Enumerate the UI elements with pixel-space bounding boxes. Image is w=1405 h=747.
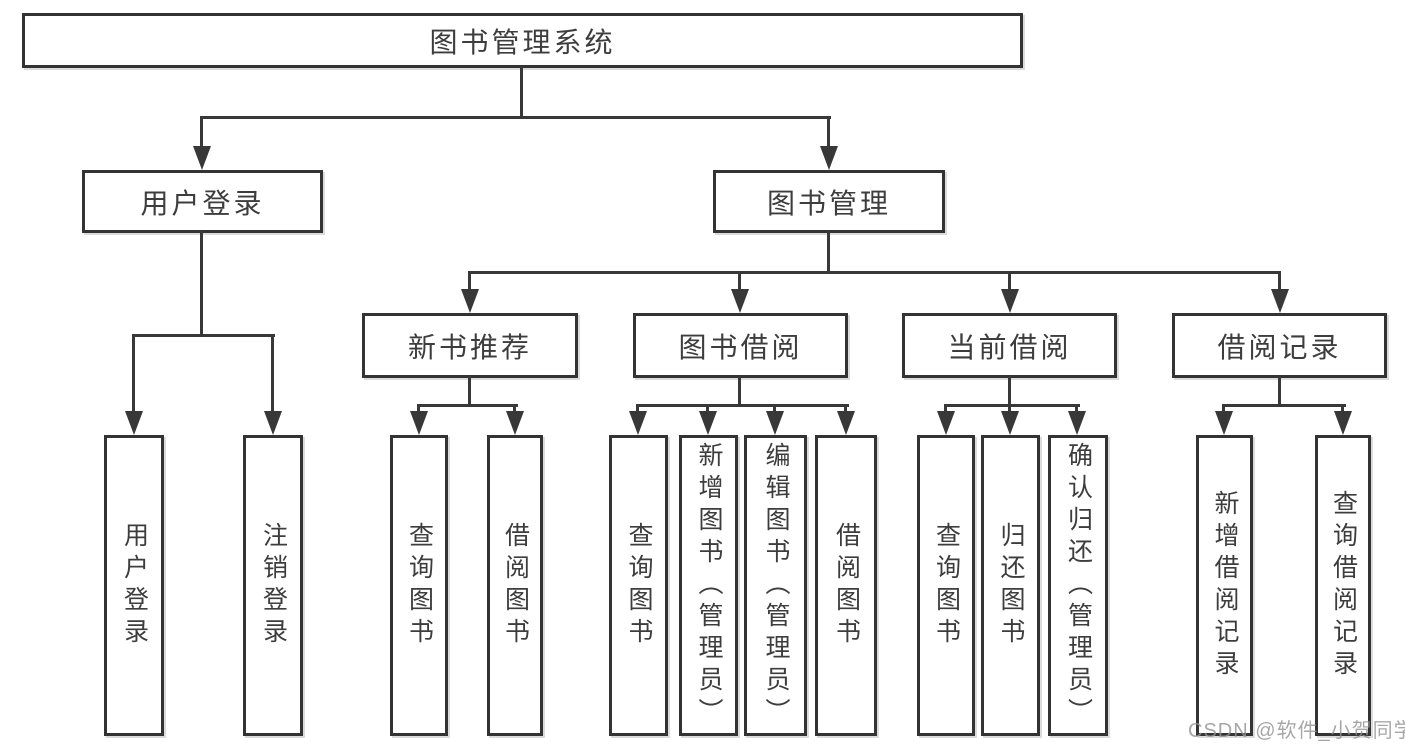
connector-user-login-rail [132, 334, 275, 337]
leaf-bb-edit-book: 编辑图书（管理员） [744, 435, 807, 736]
node-root-label: 图书管理系统 [429, 26, 616, 58]
leaf-logout-label: 注销登录 [259, 521, 288, 650]
leaf-user-login-label: 用户登录 [120, 521, 149, 650]
connector-borrow-records-stem [1278, 376, 1281, 407]
connector-book-borrow-stem [738, 376, 741, 407]
node-borrow-records-label: 借阅记录 [1217, 331, 1342, 363]
connector-nb-query-drop [417, 404, 420, 414]
arrowhead-nb-borrow [506, 411, 524, 435]
node-book-mgmt-label: 图书管理 [766, 187, 891, 219]
connector-leaf-login-drop [132, 334, 135, 416]
leaf-br-query-record: 查询借阅记录 [1315, 435, 1371, 736]
connector-root-stem [520, 66, 523, 119]
leaf-user-login: 用户登录 [104, 435, 164, 736]
node-book-mgmt: 图书管理 [713, 170, 945, 233]
node-current-borrow: 当前借阅 [902, 313, 1117, 378]
connector-book-mgmt-drop [827, 116, 830, 152]
connector-cb-query-drop [944, 404, 947, 414]
arrowhead-book-mgmt [820, 146, 838, 170]
leaf-br-query-record-label: 查询借阅记录 [1329, 489, 1358, 682]
arrowhead-bb-query [629, 411, 647, 435]
arrowhead-bb-add [699, 411, 717, 435]
leaf-br-add-record-label: 新增借阅记录 [1211, 489, 1239, 682]
leaf-bb-borrow-book: 借阅图书 [815, 435, 877, 736]
csdn-watermark: CSDN @软件_小贺同学 [1188, 720, 1405, 742]
node-new-book: 新书推荐 [362, 313, 578, 378]
connector-borrow-records-drop [1278, 271, 1281, 295]
connector-nb-borrow-drop [513, 404, 516, 414]
connector-bb-query-drop [636, 404, 639, 414]
connector-cb-confirm-drop [1075, 404, 1078, 414]
connector-current-borrow-drop [1008, 271, 1011, 295]
connector-user-login-stem [200, 231, 203, 337]
leaf-bb-query-book: 查询图书 [609, 435, 668, 736]
arrowhead-br-query [1334, 411, 1352, 435]
arrowhead-leaf-logout [264, 411, 282, 435]
arrowhead-cb-query [937, 411, 955, 435]
node-book-borrow-label: 图书借阅 [678, 331, 803, 363]
connector-level3-rail [468, 271, 1281, 274]
arrowhead-bb-edit [766, 411, 784, 435]
node-book-borrow: 图书借阅 [633, 313, 848, 378]
arrowhead-book-borrow [731, 289, 749, 313]
leaf-cb-return-book-label: 归还图书 [997, 521, 1025, 650]
connector-book-borrow-drop [738, 271, 741, 295]
arrowhead-bb-borrow [837, 411, 855, 435]
arrowhead-borrow-records [1271, 289, 1289, 313]
leaf-cb-query-book: 查询图书 [917, 435, 975, 736]
node-user-login: 用户登录 [82, 170, 323, 233]
connector-book-borrow-rail [636, 404, 849, 407]
connector-user-login-drop [200, 116, 203, 152]
arrowhead-leaf-login [125, 411, 143, 435]
arrowhead-cb-return [1001, 411, 1019, 435]
node-current-borrow-label: 当前借阅 [947, 331, 1072, 363]
leaf-cb-query-book-label: 查询图书 [932, 521, 961, 650]
connector-book-mgmt-stem [827, 231, 830, 274]
connector-borrow-records-rail [1222, 404, 1346, 407]
node-new-book-label: 新书推荐 [407, 331, 532, 363]
arrowhead-new-book [461, 289, 479, 313]
leaf-nb-query-book: 查询图书 [390, 435, 448, 736]
connector-br-query-drop [1341, 404, 1344, 414]
arrowhead-br-add [1215, 411, 1233, 435]
leaf-cb-confirm-return: 确认归还（管理员） [1048, 435, 1108, 736]
node-root: 图书管理系统 [22, 13, 1023, 68]
leaf-cb-confirm-return-label: 确认归还（管理员） [1064, 441, 1093, 730]
connector-new-book-rail [417, 404, 518, 407]
connector-leaf-logout-drop [271, 334, 274, 416]
leaf-bb-query-book-label: 查询图书 [625, 521, 653, 650]
connector-cb-return-drop [1008, 404, 1011, 414]
leaf-bb-borrow-book-label: 借阅图书 [832, 521, 861, 650]
leaf-bb-add-book-label: 新增图书（管理员） [695, 441, 723, 730]
connector-new-book-drop [468, 271, 471, 295]
connector-br-add-drop [1222, 404, 1225, 414]
leaf-cb-return-book: 归还图书 [981, 435, 1040, 736]
connector-bb-add-drop [706, 404, 709, 414]
arrowhead-user-login [193, 146, 211, 170]
connector-current-borrow-stem [1008, 376, 1011, 407]
connector-bb-edit-drop [773, 404, 776, 414]
leaf-bb-add-book: 新增图书（管理员） [679, 435, 738, 736]
leaf-nb-borrow-book: 借阅图书 [487, 435, 543, 736]
leaf-logout: 注销登录 [243, 435, 303, 736]
leaf-nb-query-book-label: 查询图书 [405, 521, 434, 650]
leaf-br-add-record: 新增借阅记录 [1196, 435, 1253, 736]
leaf-nb-borrow-book-label: 借阅图书 [501, 521, 530, 650]
arrowhead-current-borrow [1001, 289, 1019, 313]
node-borrow-records: 借阅记录 [1172, 313, 1387, 378]
leaf-bb-edit-book-label: 编辑图书（管理员） [762, 441, 790, 730]
connector-level2-rail [201, 116, 831, 119]
connector-new-book-stem [468, 376, 471, 407]
connector-current-borrow-rail [944, 404, 1080, 407]
arrowhead-cb-confirm [1068, 411, 1086, 435]
arrowhead-nb-query [410, 411, 428, 435]
connector-bb-borrow-drop [844, 404, 847, 414]
node-user-login-label: 用户登录 [140, 187, 265, 219]
